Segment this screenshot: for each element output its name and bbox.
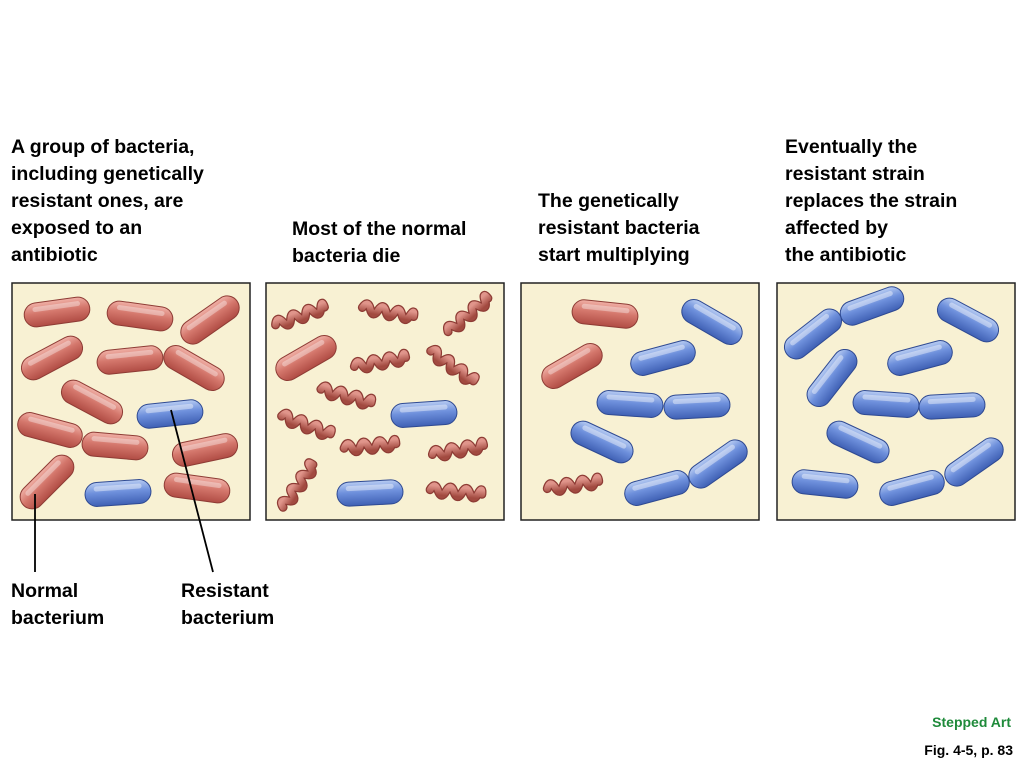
resistant-bacterium (136, 399, 204, 429)
dead-bacterium (442, 290, 493, 337)
dead-bacterium (277, 408, 336, 440)
normal-bacterium (17, 412, 83, 448)
normal-bacterium (23, 296, 91, 328)
resistant-bacterium (791, 469, 859, 499)
panel-3-bacteria (541, 299, 748, 506)
dead-bacterium (349, 348, 411, 374)
resistant-bacterium (783, 308, 843, 360)
normal-bacterium (19, 454, 75, 510)
resistant-bacterium (624, 470, 690, 506)
resistant-bacterium (826, 420, 890, 464)
resistant-bacterium (936, 297, 1000, 343)
resistant-bacterium (336, 479, 404, 507)
figure-reference: Fig. 4-5, p. 83 (924, 742, 1013, 758)
normal-bacterium-label: Normal bacterium (11, 580, 105, 629)
normal-bacterium (163, 345, 225, 391)
normal-bacterium (163, 472, 231, 504)
resistant-bacterium-pointer (170, 409, 214, 573)
panel-2-caption: Most of the normal bacteria die (292, 218, 467, 267)
dead-bacterium (357, 299, 419, 325)
panel-2-bacteria (271, 290, 493, 512)
resistant-bacterium (852, 390, 920, 418)
stepped-art-link[interactable]: Stepped Art (932, 714, 1011, 730)
panel-4-bacteria (783, 286, 1004, 506)
dead-bacterium (426, 344, 480, 386)
dead-bacterium (425, 481, 487, 503)
dead-bacterium (276, 458, 318, 512)
normal-bacterium (541, 343, 603, 389)
dead-bacterium (427, 436, 489, 462)
panel-1-bacteria (17, 295, 240, 510)
normal-bacterium (96, 345, 164, 375)
resistant-bacterium-label: Resistant bacterium (181, 580, 275, 629)
resistant-bacterium (688, 439, 748, 489)
resistant-bacterium (596, 390, 664, 418)
normal-bacterium (20, 335, 84, 381)
resistant-bacterium (681, 299, 743, 345)
dead-bacterium (542, 472, 604, 496)
normal-bacterium (81, 431, 149, 461)
resistant-bacterium (390, 400, 458, 428)
panel-3-caption: The genetically resistant bacteria start… (538, 190, 700, 266)
resistant-bacterium (887, 340, 953, 376)
resistant-bacterium (879, 470, 945, 506)
resistant-bacterium (663, 392, 731, 420)
normal-bacterium (180, 295, 240, 345)
normal-bacterium (60, 379, 124, 425)
panel-1-caption: A group of bacteria, including genetical… (11, 136, 204, 266)
normal-bacterium (171, 433, 239, 467)
resistant-bacterium (839, 286, 905, 326)
resistant-bacterium (630, 340, 696, 376)
dead-bacterium (271, 298, 329, 330)
dead-bacterium (316, 381, 377, 410)
resistant-bacterium (84, 479, 152, 507)
panel-4-caption: Eventually the resistant strain replaces… (785, 136, 958, 266)
normal-bacterium (275, 335, 337, 381)
resistant-bacterium (806, 348, 858, 408)
dead-bacterium (339, 434, 401, 457)
resistant-bacterium (918, 392, 986, 420)
resistant-bacterium (570, 420, 634, 464)
resistant-bacterium (944, 437, 1004, 487)
normal-bacterium (571, 299, 639, 329)
